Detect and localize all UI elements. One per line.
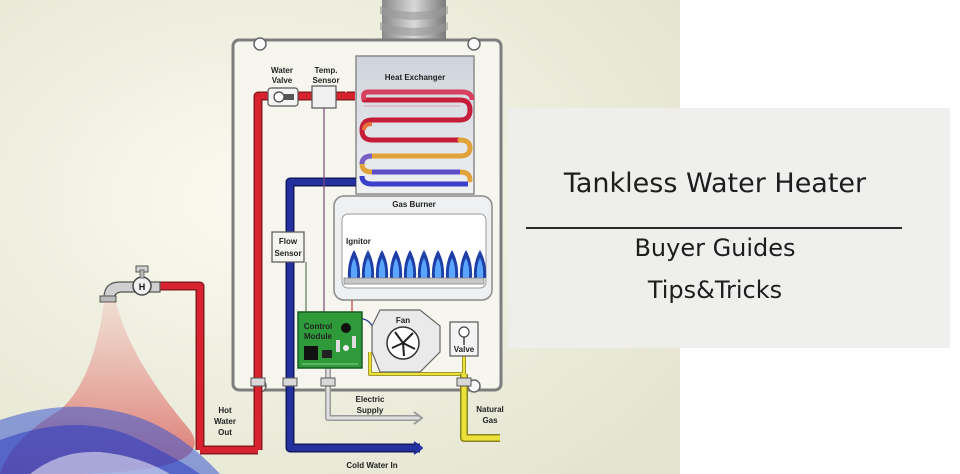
faucet: H bbox=[99, 265, 161, 303]
flow-sensor: Flow Sensor bbox=[271, 231, 305, 263]
burner-flame-core bbox=[434, 258, 442, 278]
flow-sensor-label-2: Sensor bbox=[274, 249, 301, 258]
burner-flame-core bbox=[462, 258, 470, 278]
card-divider bbox=[526, 227, 902, 229]
temp-sensor-label-2: Sensor bbox=[312, 76, 339, 85]
cold-water-pipe bbox=[285, 177, 423, 455]
burner-flame-core bbox=[406, 258, 414, 278]
card-title: Tankless Water Heater bbox=[563, 168, 867, 199]
card-subtitle-tips-tricks: Tips&Tricks bbox=[647, 276, 783, 304]
hot-water-out-label-1: Hot bbox=[218, 406, 232, 415]
water-valve-label-2: Valve bbox=[272, 76, 293, 85]
hot-water-out-label-2: Water bbox=[214, 417, 236, 426]
cold-water-in-label: Cold Water In bbox=[346, 461, 397, 470]
control-module-label-1: Control bbox=[304, 322, 332, 331]
control-module-label-2: Module bbox=[304, 332, 333, 341]
burner-flame-core bbox=[420, 258, 428, 278]
gas-burner-label: Gas Burner bbox=[392, 200, 436, 209]
burner-flame-core bbox=[448, 258, 456, 278]
hot-water-plume bbox=[0, 302, 220, 474]
burner-flame-core bbox=[378, 258, 386, 278]
electric-supply-label-1: Electric bbox=[356, 395, 385, 404]
electric-supply-label-2: Supply bbox=[357, 406, 384, 415]
heat-exchanger-label: Heat Exchanger bbox=[385, 73, 445, 82]
control-module: Control Module bbox=[297, 311, 363, 369]
ignitor-label: Ignitor bbox=[346, 237, 371, 246]
fan-label: Fan bbox=[396, 316, 410, 325]
gas-burner: Gas Burner Ignitor bbox=[333, 195, 493, 301]
fan: Fan bbox=[371, 309, 441, 373]
water-valve: Water Valve bbox=[267, 66, 299, 107]
faucet-handle-label: H bbox=[139, 282, 146, 292]
natural-gas-label-2: Gas bbox=[482, 416, 498, 425]
burner-flame-core bbox=[392, 258, 400, 278]
heat-exchanger: Heat Exchanger bbox=[355, 55, 475, 195]
natural-gas-label-1: Natural bbox=[476, 405, 504, 414]
temp-sensor: Temp. Sensor bbox=[311, 66, 340, 109]
flow-sensor-label-1: Flow bbox=[279, 237, 298, 246]
hot-water-out-label-3: Out bbox=[218, 428, 232, 437]
valve-label: Valve bbox=[454, 345, 475, 354]
burner-flames bbox=[347, 250, 487, 278]
pipe-fittings bbox=[250, 377, 472, 387]
external-labels: Hot Water Out Electric Supply Natural Ga… bbox=[214, 395, 504, 470]
title-card: Tankless Water Heater Buyer Guides Tips&… bbox=[508, 108, 950, 348]
card-subtitle-buyer-guides: Buyer Guides bbox=[634, 234, 796, 262]
water-valve-label-1: Water bbox=[271, 66, 293, 75]
temp-sensor-label-1: Temp. bbox=[315, 66, 338, 75]
burner-flame-core bbox=[476, 258, 484, 278]
burner-flame-core bbox=[350, 258, 358, 278]
burner-flame-core bbox=[364, 258, 372, 278]
gas-valve: Valve bbox=[449, 321, 479, 357]
